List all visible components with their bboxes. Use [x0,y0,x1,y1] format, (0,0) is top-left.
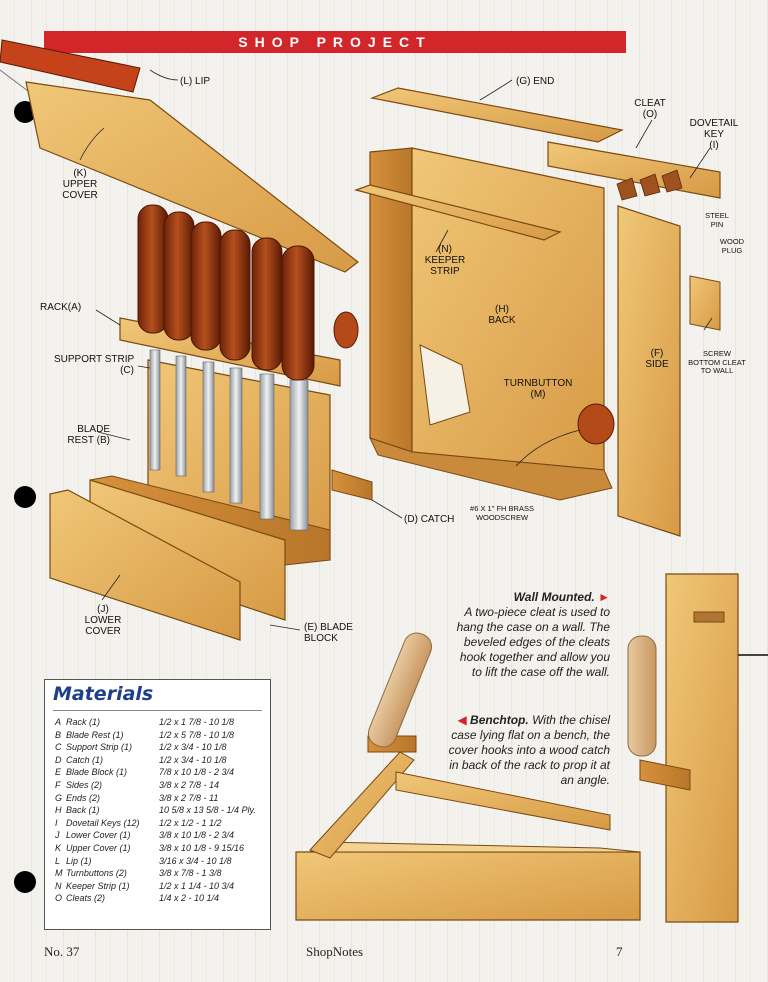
label-catch: (D) CATCH [404,514,455,525]
end-part [369,87,624,143]
wall-mounted-text: A two-piece cleat is used to hang the ca… [456,605,610,679]
benchtop-title: Benchtop. [470,713,529,727]
keeper-strip-part [353,184,562,241]
wall-mounted-callout: Wall Mounted. ► A two-piece cleat is use… [455,590,610,680]
chisels-part [137,204,315,531]
section-banner: SHOP PROJECT [44,31,626,53]
materials-name: Catch (1) [66,754,104,765]
materials-name: Lip (1) [66,855,92,866]
materials-id: C [55,742,62,753]
turnbutton-part [577,403,615,445]
materials-name: Support Strip (1) [66,742,133,753]
materials-divider [53,710,262,711]
materials-id: I [55,817,58,828]
materials-size: 1/2 x 3/4 - 10 1/8 [159,742,227,753]
magazine-name: ShopNotes [306,944,364,959]
upper-cover-part [25,81,359,273]
materials-name: Rack (1) [66,717,101,727]
materials-id: A [55,717,62,727]
materials-id: B [55,729,62,740]
label-upper-cover: (K)UPPER COVER [62,168,98,201]
materials-size: 1/2 x 3/4 - 10 1/8 [159,754,227,765]
binder-hole [14,486,36,508]
materials-size: 1/2 x 1/2 - 1 1/2 [159,817,222,828]
benchtop-text: With the chisel case lying flat on a ben… [448,713,610,787]
label-blade-block: (E) BLADE BLOCK [304,622,353,644]
label-lower-cover: (J)LOWER COVER [84,604,122,637]
materials-id: F [55,780,61,790]
case-frame-part [369,147,613,501]
materials-size: 3/16 x 3/4 - 10 1/8 [159,855,232,866]
label-screw-bottom-cleat: SCREW BOTTOM CLEAT TO WALL [688,349,746,375]
arrow-left-icon: ◀ [457,713,467,727]
binder-hole [14,101,36,123]
benchtop-inset [295,632,641,921]
banner-text: SHOP PROJECT [238,34,432,50]
materials-size: 1/2 x 5 7/8 - 10 1/8 [159,729,235,740]
label-woodscrew: #6 x 1" Fh BRASS WOODSCREW [470,504,534,522]
binder-hole [14,871,36,893]
label-dovetail-key: DOVETAIL KEY(I) [689,118,739,151]
materials-id: G [55,792,63,803]
materials-name: Blade Rest (1) [66,729,124,740]
side-part [617,205,681,537]
materials-id: M [55,868,63,879]
materials-name: Lower Cover (1) [66,830,131,841]
materials-size: 3/8 x 2 7/8 - 14 [159,780,220,790]
arrow-right-icon: ► [598,590,610,604]
materials-name: Sides (2) [66,780,103,790]
label-lip: (L) LIP [180,76,211,87]
materials-size: 3/8 x 10 1/8 - 9 15/16 [159,843,245,853]
materials-size: 10 5/8 x 13 5/8 - 1/4 Ply. [159,805,256,816]
materials-name: Back (1) [66,805,100,816]
materials-name: Cleats (2) [66,893,106,904]
materials-name: Dovetail Keys (12) [66,817,140,828]
benchtop-callout: ◀ Benchtop. With the chisel case lying f… [440,713,610,788]
materials-name: Turnbuttons (2) [66,868,127,879]
materials-size: 7/8 x 10 1/8 - 2 3/4 [159,767,235,778]
label-turnbutton: TURNBUTTON(M) [503,378,573,400]
label-end: (G) END [516,76,555,87]
materials-id: O [55,893,63,904]
materials-name: Blade Block (1) [66,767,128,778]
materials-name: Keeper Strip (1) [66,880,130,891]
wall-mounted-inset [627,573,768,923]
issue-number: No. 37 [44,944,80,959]
materials-title: Materials [53,683,154,705]
page-number: 7 [616,944,623,959]
leader-lines [79,69,713,631]
materials-name: Ends (2) [66,792,101,803]
label-blade-rest: BLADE REST (B) [67,424,110,446]
materials-id: N [55,880,62,891]
label-keeper-strip: (N)KEEPER STRIP [424,244,466,277]
label-cleat: CLEAT(O) [634,98,666,120]
materials-size: 1/2 x 1 1/4 - 10 3/4 [159,880,235,891]
materials-size: 1/2 x 1 7/8 - 10 1/8 [159,717,235,727]
bottom-cleat-part [689,275,721,331]
materials-id: D [55,754,62,765]
label-steel-pin: STEEL PIN [705,211,729,229]
materials-id: E [55,767,62,778]
materials-size: 3/8 x 2 7/8 - 11 [159,792,219,803]
wall-mounted-title: Wall Mounted. [513,590,595,604]
label-rack: RACK(A) [40,302,82,313]
materials-id: L [55,855,61,866]
materials-size: 1/4 x 2 - 10 1/4 [159,893,220,904]
materials-id: K [55,843,62,853]
materials-size: 3/8 x 10 1/8 - 2 3/4 [159,830,235,841]
materials-id: H [55,805,62,816]
materials-id: J [55,830,60,841]
label-side: (F)SIDE [645,348,669,370]
materials-size: 3/8 x 7/8 - 1 3/8 [159,868,222,879]
label-back: (H)BACK [488,304,516,326]
label-support-strip: SUPPORT STRIP (C) [53,354,134,376]
dovetail-keys-part [616,169,683,201]
label-wood-plug: WOOD PLUG [719,237,745,255]
materials-name: Upper Cover (1) [66,843,131,853]
turnbutton-part [333,311,359,349]
